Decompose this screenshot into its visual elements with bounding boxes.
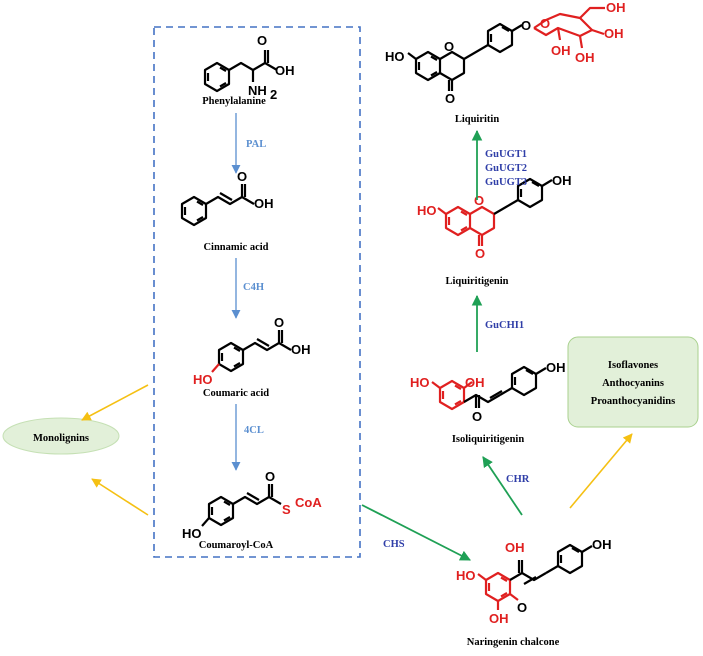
isoliquiritigenin-oh-red: OH <box>465 375 485 390</box>
coumaric-o: O <box>274 315 284 330</box>
label-cinnamic-acid: Cinnamic acid <box>203 242 268 253</box>
naringenin-oh-top: OH <box>505 540 525 555</box>
label-naringenin-chalcone: Naringenin chalcone <box>467 637 560 648</box>
liquiritigenin-ring-o: O <box>474 193 484 208</box>
coumaroyl-ho: HO <box>182 526 202 541</box>
flavonoid-products-box <box>567 336 699 428</box>
monolignins-ellipse <box>2 417 120 455</box>
isoliquiritigenin-structure <box>431 365 547 411</box>
coumaric-acid-structure <box>217 330 292 373</box>
arrow-to-flavonoids <box>569 433 633 509</box>
phenylalanine-nh: NH <box>248 83 267 98</box>
naringenin-oh-bottom: OH <box>489 611 509 626</box>
enzyme-guugt1: GuUGT1 <box>485 149 527 160</box>
liquiritigenin-ho: HO <box>417 203 437 218</box>
coumaroyl-o: O <box>265 469 275 484</box>
enzyme-chs: CHS <box>383 539 405 550</box>
phenylalanine-o: O <box>257 33 267 48</box>
phenylalanine-nh-subscript: 2 <box>270 87 277 102</box>
arrow-coumaric-to-monolignins <box>81 384 149 421</box>
label-coumaroyl-coa: Coumaroyl-CoA <box>199 540 274 551</box>
liquiritigenin-keto-o: O <box>475 246 485 261</box>
coumaric-ho: HO <box>193 372 213 387</box>
label-coumaric-acid: Coumaric acid <box>203 388 269 399</box>
naringenin-chalcone-structure <box>477 543 593 610</box>
cinnamic-oh: OH <box>254 196 274 211</box>
label-liquiritigenin: Liquiritigenin <box>445 276 508 287</box>
liquiritin-ho: HO <box>385 49 405 64</box>
naringenin-oh-right: OH <box>592 537 612 552</box>
phenylalanine-oh: OH <box>275 63 295 78</box>
liquiritin-ring-o: O <box>444 39 454 54</box>
enzyme-4cl: 4CL <box>244 425 264 436</box>
liquiritin-structure <box>407 6 605 91</box>
label-liquiritin: Liquiritin <box>455 114 500 125</box>
isoliquiritigenin-oh: OH <box>546 360 566 375</box>
coumaric-oh: OH <box>291 342 311 357</box>
liquiritin-glycosidic-o: O <box>521 18 531 33</box>
coumaric-red-bond <box>211 363 220 373</box>
coumaroyl-coa-group: CoA <box>295 495 322 510</box>
naringenin-o: O <box>517 600 527 615</box>
coumaroyl-s: S <box>282 502 291 517</box>
liquiritin-sugar-oh-4: OH <box>606 0 626 15</box>
liquiritin-keto-o: O <box>445 91 455 106</box>
enzyme-pal: PAL <box>246 139 266 150</box>
enzyme-guugt3: GuUGT3 <box>485 177 527 188</box>
label-isoflavones: Isoflavones <box>608 360 658 371</box>
liquiritigenin-oh: OH <box>552 173 572 188</box>
naringenin-ho-left: HO <box>456 568 476 583</box>
coumaroyl-coa-structure <box>201 484 282 527</box>
arrow-chs <box>361 504 471 561</box>
arrow-coumaroyl-to-monolignins <box>91 478 149 516</box>
liquiritigenin-structure <box>437 177 553 246</box>
phenylalanine-structure <box>203 50 278 93</box>
liquiritin-sugar-oh-2: OH <box>575 50 595 65</box>
phenylpropanoid-dashed-box <box>153 26 361 558</box>
label-monolignins: Monolignins <box>33 433 89 444</box>
cinnamic-acid-structure <box>180 184 255 227</box>
liquiritin-sugar-oh-1: OH <box>551 43 571 58</box>
label-anthocyanins: Anthocyanins <box>602 378 664 389</box>
enzyme-guugt2: GuUGT2 <box>485 163 527 174</box>
cinnamic-o: O <box>237 169 247 184</box>
enzyme-chr: CHR <box>506 474 530 485</box>
liquiritin-sugar-oh-3: OH <box>604 26 624 41</box>
enzyme-guchi1: GuCHI1 <box>485 320 524 331</box>
label-isoliquiritigenin: Isoliquiritigenin <box>452 434 525 445</box>
liquiritin-sugar-o: O <box>540 16 550 31</box>
isoliquiritigenin-ho: HO <box>410 375 430 390</box>
isoliquiritigenin-o: O <box>472 409 482 424</box>
label-proanthocyanidins: Proanthocyanidins <box>591 396 675 407</box>
arrow-chr <box>482 456 523 516</box>
label-phenylalanine: Phenylalanine <box>202 96 266 107</box>
enzyme-c4h: C4H <box>243 282 264 293</box>
